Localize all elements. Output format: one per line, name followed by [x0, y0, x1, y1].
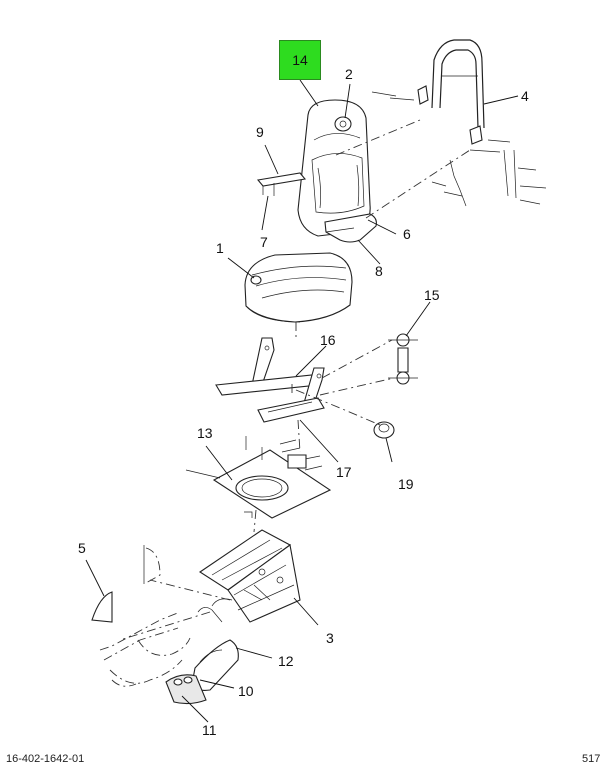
valve-assembly [166, 640, 238, 704]
callout-12[interactable]: 12 [278, 653, 294, 669]
callout-9[interactable]: 9 [256, 124, 264, 140]
callout-5[interactable]: 5 [78, 540, 86, 556]
callout-8[interactable]: 8 [375, 263, 383, 279]
callout-16[interactable]: 16 [320, 332, 336, 348]
cable-routing [100, 607, 222, 686]
headrest-frame [372, 40, 546, 206]
callout-17[interactable]: 17 [336, 464, 352, 480]
base-plate [186, 436, 330, 518]
left-armrest [258, 173, 305, 196]
callout-15[interactable]: 15 [424, 287, 440, 303]
callout-6[interactable]: 6 [403, 226, 411, 242]
base-bolts [280, 440, 322, 470]
drawing-number: 16-402-1642-01 [6, 753, 85, 765]
page-code: 517 [582, 753, 601, 765]
side-shield [92, 545, 160, 622]
callout-10[interactable]: 10 [238, 683, 254, 699]
suspension-mechanism [200, 530, 300, 622]
callout-19[interactable]: 19 [398, 476, 414, 492]
seat-frame [216, 338, 324, 422]
seat-cushion [245, 253, 352, 322]
callout-13[interactable]: 13 [197, 425, 213, 441]
callout-7[interactable]: 7 [260, 234, 268, 250]
adjustment-knob [374, 422, 394, 438]
callout-1[interactable]: 1 [216, 240, 224, 256]
callout-4[interactable]: 4 [521, 88, 529, 104]
leader-lines [86, 80, 518, 722]
assembly-lines [120, 120, 470, 640]
callout-14-highlighted[interactable]: 14 [279, 40, 321, 80]
seat-backrest [298, 100, 370, 236]
callout-11[interactable]: 11 [202, 722, 217, 738]
shock-absorber [388, 334, 418, 384]
right-armrest [325, 214, 376, 242]
callout-2[interactable]: 2 [345, 66, 353, 82]
callout-3[interactable]: 3 [326, 630, 334, 646]
